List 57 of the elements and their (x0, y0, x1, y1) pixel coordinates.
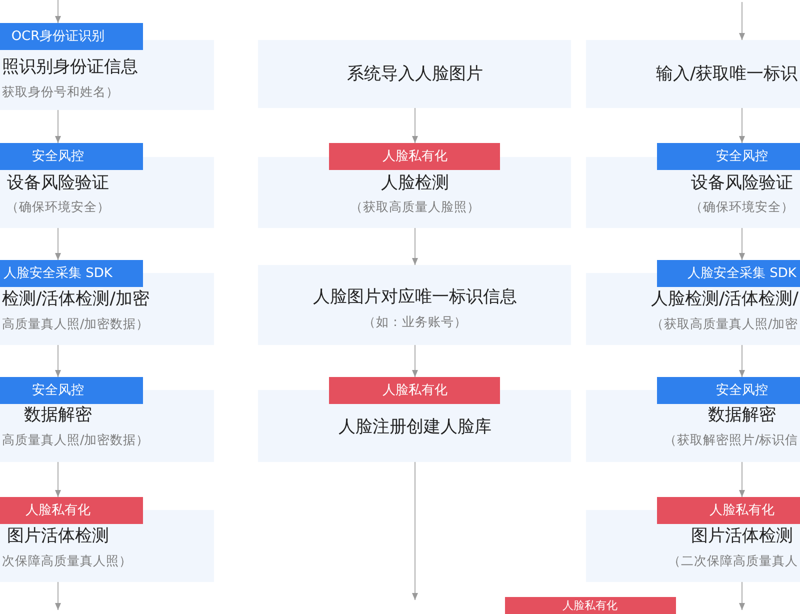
step-note: 高质量真人照/加密数据） (2, 433, 150, 447)
step-note: （如：业务账号） (363, 315, 467, 329)
arrow (739, 582, 745, 610)
step-title: 图片活体检测 (691, 526, 793, 546)
arrow (739, 108, 745, 143)
arrow (55, 345, 61, 377)
step-note: 次保障高质量真人照） (2, 554, 132, 568)
arrow (739, 228, 745, 260)
step-note: （确保环境安全） (6, 200, 110, 214)
process-box (0, 40, 214, 110)
arrow (412, 228, 418, 265)
arrow (739, 345, 745, 377)
process-box (586, 40, 800, 108)
step-title: 人脸注册创建人脸库 (338, 418, 492, 436)
category-tag: 人脸私有化 (329, 143, 500, 170)
step-title: 数据解密 (24, 406, 92, 424)
step-note: （获取高质量真人照/加密 (651, 317, 798, 331)
step-title: 检测/活体检测/加密 (2, 290, 150, 308)
step-title: 照识别身份证信息 (2, 58, 138, 76)
category-tag: 安全风控 (657, 143, 800, 170)
process-box (258, 265, 571, 345)
step-note: 高质量真人照/加密数据） (2, 317, 150, 331)
step-title: 人脸图片对应唯一标识信息 (313, 288, 517, 306)
category-tag: 人脸私有化 (505, 597, 676, 614)
step-title: 设备风险验证 (691, 174, 793, 192)
step-note: （确保环境安全） (690, 200, 794, 214)
category-tag: OCR身份证识别 (0, 23, 143, 50)
step-title: 输入/获取唯一标识 (656, 64, 798, 84)
arrow (412, 108, 418, 143)
arrow (55, 110, 61, 143)
category-tag: 安全风控 (657, 377, 800, 404)
arrow (412, 462, 418, 600)
step-title: 图片活体检测 (7, 526, 109, 546)
arrow (412, 345, 418, 377)
step-note: （获取高质量人脸照） (350, 200, 480, 214)
step-note: （获取解密照片/标识信 (664, 433, 798, 447)
category-tag: 人脸私有化 (329, 377, 500, 404)
arrow (55, 228, 61, 260)
step-title: 数据解密 (708, 406, 776, 424)
arrow (55, 0, 61, 23)
arrow (739, 462, 745, 497)
step-note: 获取身份号和姓名） (2, 85, 119, 99)
step-title: 人脸检测 (381, 174, 449, 192)
step-title: 设备风险验证 (7, 174, 109, 192)
step-title: 系统导入人脸图片 (347, 64, 483, 84)
category-tag: 人脸私有化 (657, 497, 800, 524)
category-tag: 安全风控 (0, 143, 143, 170)
category-tag: 人脸安全采集 SDK (657, 260, 800, 287)
arrow (55, 462, 61, 497)
category-tag: 人脸私有化 (0, 497, 143, 524)
process-box (258, 40, 571, 108)
category-tag: 安全风控 (0, 377, 143, 404)
step-note: （二次保障高质量真人 (668, 554, 798, 568)
arrow (55, 582, 61, 610)
arrow (739, 2, 745, 40)
category-tag: 人脸安全采集 SDK (0, 260, 143, 287)
step-title: 人脸检测/活体检测/ (651, 290, 798, 308)
